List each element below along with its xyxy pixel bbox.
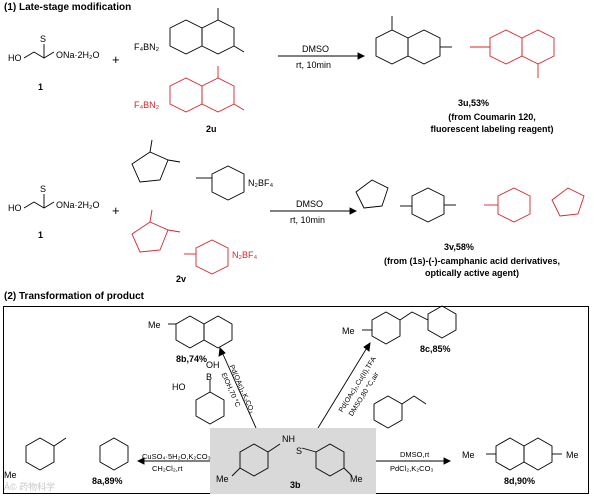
product-8a-yield: 8a,89% [92, 476, 123, 486]
reactant-1-structure-row1 [23, 44, 55, 59]
reagent-2v-diazo-red-label: N₂BF₄ [232, 250, 258, 260]
coumarin-2u-black-structure [169, 8, 245, 55]
arrow-to-8c [317, 345, 369, 429]
reactant1-s-label: S [40, 34, 47, 44]
camphanic-2v-black-structure [131, 139, 245, 201]
product-3u-structure [375, 16, 452, 65]
product-8c-yield: 8c,85% [420, 344, 451, 354]
product-8c-me-label: Me [342, 326, 355, 336]
product-3u-coumarin-red [470, 29, 555, 78]
reactant1-id-row2: 1 [38, 230, 44, 240]
compound-3b-id: 3b [290, 480, 301, 490]
reactant1-na-label-row1: ONa·2H₂O [56, 50, 100, 60]
product-3v-caption-line2: optically active agent) [424, 268, 520, 278]
reactant1-ho-label: HO [8, 53, 22, 63]
compound-3b-me-left: Me [216, 474, 229, 484]
product-8b-yield: 8b,74% [176, 354, 208, 364]
product-3u-yield: 3u,53% [458, 98, 490, 108]
product-3v-structure [355, 179, 456, 223]
reagent-2u-id: 2u [206, 124, 217, 134]
product-8d-yield: 8d,90% [504, 476, 536, 486]
arrow-to-8b [221, 351, 257, 429]
product-8b-me-label: Me [148, 320, 161, 330]
product-8b-structure [168, 315, 233, 349]
watermark-text: Â© 药物科学 [4, 482, 56, 492]
compound-3b-me-right: Me [350, 474, 363, 484]
condition-8a-line2: CH₂Cl₂,rt [152, 464, 183, 473]
coumarin-2u-red-structure [169, 66, 245, 113]
reactant1-id-row1: 1 [38, 82, 44, 92]
product-3u-caption-line2: fluorescent labeling reagent) [430, 124, 554, 134]
plus-sign-row2: + [112, 203, 120, 218]
boronic-ho-label: HO [172, 382, 186, 392]
condition-row1-bottom: rt, 10min [296, 60, 332, 70]
product-3u-caption-line1: (from Coumarin 120, [448, 112, 536, 122]
section2-title: (2) Transformation of product [4, 291, 144, 302]
reactant1-s-label-row2: S [40, 184, 47, 194]
reactant1-ho-label-row2: HO [8, 203, 22, 213]
condition-8d-line2: PdCl₂,K₂CO₃ [390, 464, 434, 473]
compound-3b-highlight [210, 428, 376, 494]
condition-row2-bottom: rt, 10min [290, 215, 326, 225]
reactant-1-structure-row2 [23, 194, 55, 209]
styrene-structure [373, 395, 427, 429]
compound-3b-s-label: S [296, 446, 303, 456]
product-3v-caption-line1: (from (1s)-(-)-camphanic acid derivative… [383, 256, 561, 266]
section1-title: (1) Late-stage modification [4, 2, 132, 13]
product-8d-me-label-left: Me [462, 450, 475, 460]
reagent-2v-id: 2v [176, 274, 187, 284]
product-8d-me-label-right: Me [566, 450, 579, 460]
reagent-2v-diazo-label: N₂BF₄ [248, 178, 274, 188]
boronic-b-label: B [206, 372, 213, 382]
product-3v-red-part [484, 187, 585, 223]
boronic-oh-label: OH [206, 360, 220, 370]
condition-8a-line1: CuSO₄·5H₂O,K₂CO₃ [142, 452, 211, 461]
compound-3b-nh-label: NH [282, 434, 295, 444]
condition-8d-line1: DMSO,rt [400, 450, 430, 459]
product-8a-structure [25, 437, 129, 471]
camphanic-2v-red-structure [131, 209, 229, 275]
reagent-2u-bf4-red-label: F₄BN₂ [134, 100, 160, 110]
reactant1-na-label-row2: ONa·2H₂O [56, 200, 100, 210]
plus-sign-row1: + [112, 52, 120, 67]
reagent-2u-bf4-label: F₄BN₂ [134, 42, 160, 52]
condition-row1-top: DMSO [302, 44, 329, 54]
condition-row2-top: DMSO [296, 199, 323, 209]
phenylboronic-acid-structure [195, 380, 225, 425]
structure-drawings [23, 8, 585, 477]
product-8a-me-label: Me [4, 470, 17, 480]
product-8d-structure [486, 437, 562, 471]
product-3v-yield: 3v,58% [444, 242, 474, 252]
